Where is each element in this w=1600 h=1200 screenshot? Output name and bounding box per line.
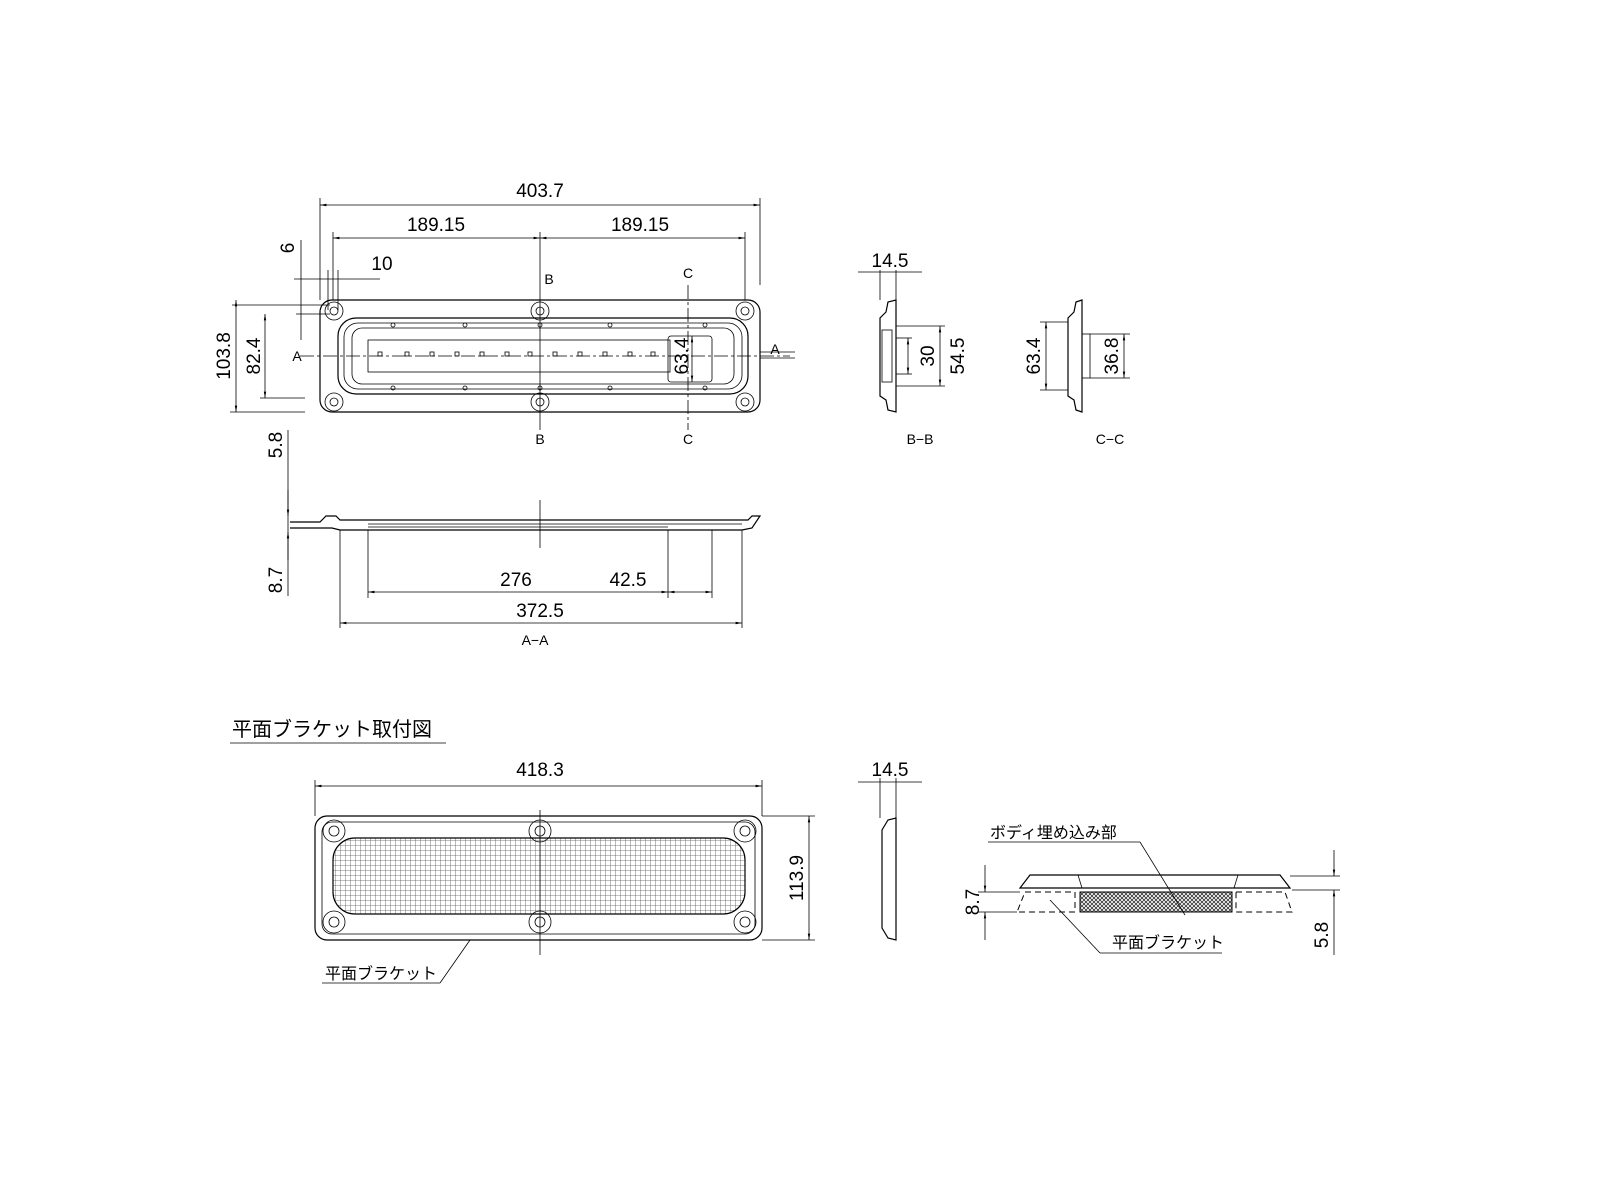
section-mark-a-left: A [292,348,302,364]
dim-half-left: 189.15 [407,215,465,236]
dim-overall-height: 103.8 [214,332,235,380]
mount-holes [324,301,755,412]
body-embed-label: ボディ埋め込み部 [990,823,1117,842]
section-mark-c-top: C [683,265,693,281]
dim-top-thickness: 5.8 [266,432,287,458]
top-view: 403.7 189.15 189.15 10 6 103.8 82.4 63.4… [214,181,795,447]
dim-bracket-height: 113.9 [787,855,808,901]
dim-bracket-top: 5.8 [1312,922,1333,948]
dim-overall-width: 403.7 [516,181,564,202]
dim-cc-outer: 63.4 [1024,337,1045,374]
dim-bb-outer: 54.5 [948,338,969,375]
section-label-aa: A−A [522,632,550,648]
bracket-mounting: 平面ブラケット取付図 418.3 113.9 平面ブラケット 14.5 [230,717,1340,984]
section-label-cc: C−C [1096,431,1124,447]
dim-hole-offset-y: 6 [278,243,299,254]
section-mark-b-top: B [544,271,553,287]
section-mark-b-bottom: B [535,431,544,447]
dim-lens-length: 276 [500,570,532,591]
section-mark-a-right: A [770,341,780,357]
dim-bracket-width: 418.3 [516,760,564,781]
dim-bracket-depth: 8.7 [963,889,984,915]
dim-body-length: 372.5 [516,601,564,622]
section-c-c: 63.4 36.8 C−C [1024,299,1130,447]
bracket-section-label: 平面ブラケット [1112,933,1224,952]
bracket-title: 平面ブラケット取付図 [232,717,432,741]
dim-half-right: 189.15 [611,215,669,236]
section-b-b: 14.5 30 54.5 B−B [858,251,969,447]
led-markers [377,322,708,391]
dim-inner-height: 82.4 [244,337,265,374]
dim-hole-offset-x: 10 [371,254,392,275]
dim-cc-inner: 36.8 [1102,338,1123,375]
section-a-a: 5.8 8.7 276 42.5 372.5 A−A [266,430,762,648]
dim-lens-height: 63.4 [672,337,693,374]
connector-box [667,335,713,383]
dim-bb-thickness: 14.5 [872,251,909,272]
section-mark-c-bottom: C [683,431,693,447]
bracket-holes [322,819,757,934]
bracket-leader-label: 平面ブラケット [325,964,437,983]
dim-bottom-depth: 8.7 [266,567,287,593]
dim-box-length: 42.5 [610,570,647,591]
dim-bb-inner: 30 [918,345,939,366]
dim-bracket-side-thickness: 14.5 [872,760,909,781]
section-label-bb: B−B [907,431,934,447]
